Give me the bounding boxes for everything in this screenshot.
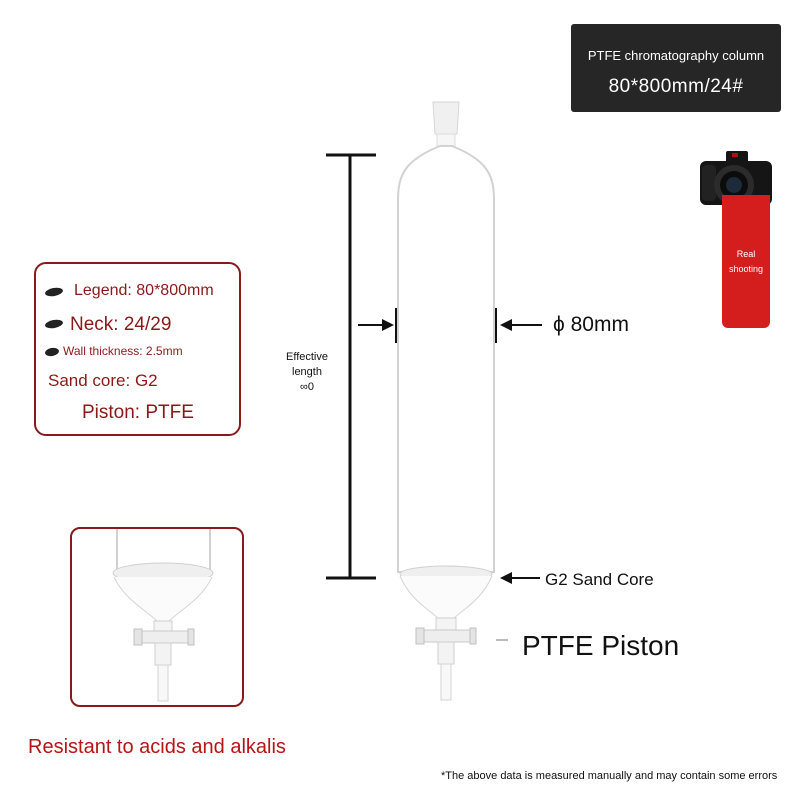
detail-inset — [70, 527, 244, 707]
spec-piston: Piston: PTFE — [82, 402, 194, 423]
title-box: PTFE chromatography column 80*800mm/24# — [571, 24, 781, 112]
title-line-2: 80*800mm/24# — [608, 76, 744, 97]
piston-label: PTFE Piston — [522, 630, 680, 661]
tag-line-2: shooting — [728, 264, 764, 274]
effective-length-line-3: ∞0 — [300, 381, 314, 393]
spec-wall: Wall thickness: 2.5mm — [63, 344, 183, 358]
diameter-label: ϕ 80mm — [553, 313, 629, 336]
spec-neck: Neck: 24/29 — [70, 314, 172, 335]
title-line-1: PTFE chromatography column — [587, 48, 765, 63]
footer-note: *The above data is measured manually and… — [441, 770, 778, 782]
effective-length-line-2: length — [292, 366, 322, 378]
sand-core-detail — [112, 529, 214, 702]
spec-box: Legend: 80*800mm Neck: 24/29 Wall thickn… — [34, 262, 241, 436]
effective-length-line-1: Effective — [286, 351, 328, 363]
tag-line-1: Real — [736, 249, 756, 259]
real-shooting-tag: Real shooting — [722, 195, 770, 328]
spec-sand: Sand core: G2 — [48, 371, 158, 390]
effective-length-label: Effective length ∞0 — [284, 350, 330, 395]
resistant-text: Resistant to acids and alkalis — [28, 736, 286, 758]
sand-core-label: G2 Sand Core — [545, 570, 654, 589]
spec-legend: Legend: 80*800mm — [74, 282, 214, 299]
